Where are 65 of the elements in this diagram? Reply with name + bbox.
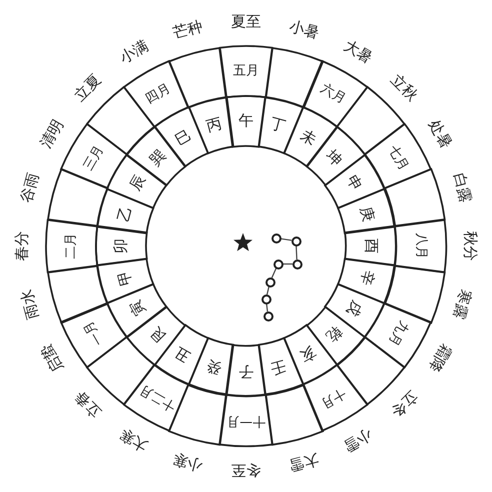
connector-line	[296, 245, 298, 260]
solar-term-label: 小满	[117, 38, 151, 66]
connector-line	[271, 268, 277, 278]
solar-term-label: 秋分	[462, 231, 478, 261]
mountain-label: 坤	[324, 146, 345, 168]
solar-term-label: 小寒	[172, 451, 204, 474]
solar-term-label: 启蛰	[38, 341, 66, 375]
month-label: 十一月	[226, 414, 266, 428]
solar-term-label: 霜降	[426, 341, 454, 375]
mountain-label: 寅	[128, 298, 148, 319]
mountain-label: 辛	[358, 269, 376, 288]
solar-term-label: 谷雨	[18, 172, 41, 204]
solar-term-label: 立秋	[388, 72, 420, 104]
mountain-label: 子	[238, 363, 254, 378]
month-label: 十月	[318, 385, 348, 410]
solar-term-label: 芒种	[172, 18, 204, 41]
solar-term-label: 立春	[72, 388, 104, 420]
mountain-label: 午	[238, 114, 254, 128]
month-label: 八月	[414, 232, 428, 259]
solar-term-label: 处暑	[426, 117, 454, 151]
solar-term-label: 立冬	[388, 388, 420, 420]
mountain-label: 丙	[204, 116, 223, 134]
solar-term-label: 小雪	[341, 426, 375, 454]
mountain-label: 乙	[116, 204, 134, 223]
mountain-label: 艮	[146, 324, 168, 345]
connector-line	[282, 263, 292, 265]
mountain-label: 巽	[146, 146, 168, 168]
month-label: 六月	[318, 82, 348, 107]
solar-term-label: 小暑	[288, 18, 320, 41]
month-label: 九月	[385, 318, 410, 348]
solar-term-label: 大暑	[341, 38, 375, 66]
month-label: 四月	[144, 82, 173, 107]
mountain-label: 酉	[363, 238, 378, 254]
mountain-label: 丁	[269, 116, 288, 134]
solar-term-label: 冬至	[231, 462, 261, 478]
solar-term-label: 春分	[14, 231, 30, 261]
month-label: 五月	[232, 64, 259, 78]
month-label: 二月	[64, 232, 78, 259]
month-label: 三月	[82, 144, 107, 173]
solar-term-label: 夏至	[231, 14, 261, 30]
month-label: 一月	[82, 318, 107, 348]
solar-term-label: 立夏	[72, 72, 104, 104]
mountain-label: 巳	[173, 128, 194, 148]
connector-line	[280, 238, 292, 241]
mountain-label: 戌	[344, 298, 364, 319]
solar-term-label: 大寒	[117, 426, 151, 454]
mountain-label: 亥	[298, 344, 319, 364]
solar-term-label: 雨水	[18, 288, 41, 320]
mountain-label: 辰	[128, 173, 148, 194]
mountain-label: 未	[298, 128, 319, 148]
mountain-label: 乾	[324, 324, 345, 345]
mountain-label: 申	[344, 173, 364, 194]
mountain-label: 甲	[116, 269, 134, 288]
mountain-label: 丑	[173, 344, 194, 364]
month-label: 十二月	[138, 382, 179, 413]
solar-term-label: 大雪	[288, 451, 320, 474]
month-label: 七月	[385, 144, 410, 173]
solar-term-label: 寒露	[451, 288, 474, 320]
mountain-label: 壬	[269, 358, 288, 376]
connector-line	[266, 303, 268, 312]
mountain-label: 庚	[358, 204, 376, 223]
solar-term-label: 清明	[38, 117, 66, 151]
mountain-label: 癸	[204, 358, 223, 376]
mountain-label: 卯	[114, 238, 128, 254]
solar-term-label: 白露	[451, 172, 474, 204]
